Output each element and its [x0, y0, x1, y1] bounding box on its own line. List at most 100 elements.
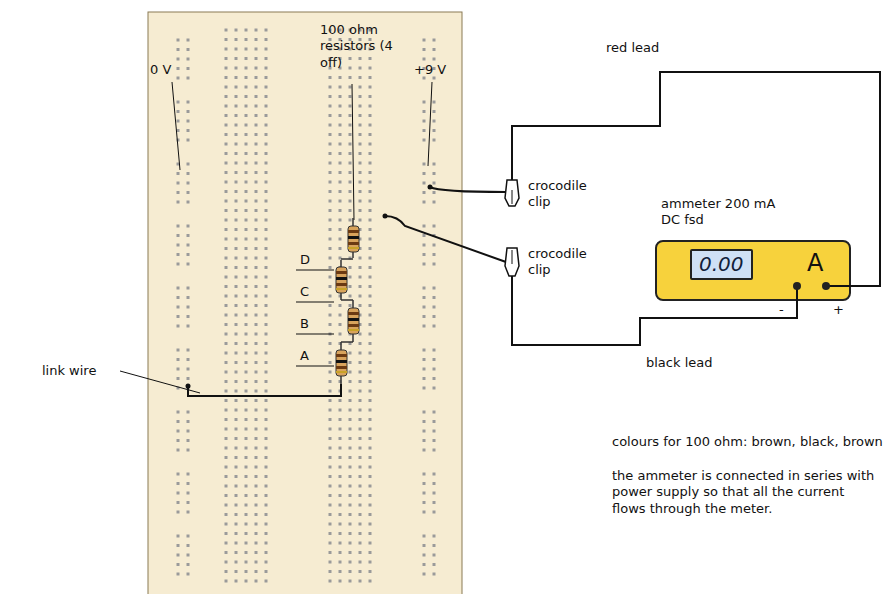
breadboard-hole: [423, 315, 426, 318]
breadboard-hole: [187, 315, 190, 318]
breadboard-hole: [349, 447, 352, 450]
breadboard-hole: [187, 449, 190, 452]
breadboard-hole: [255, 105, 258, 108]
breadboard-hole: [177, 554, 180, 557]
breadboard-hole: [329, 276, 332, 279]
breadboard-hole: [255, 466, 258, 469]
breadboard-hole: [359, 200, 362, 203]
breadboard-hole: [177, 225, 180, 228]
breadboard-hole: [359, 494, 362, 497]
breadboard-hole: [359, 295, 362, 298]
breadboard-hole: [359, 418, 362, 421]
breadboard-hole: [225, 285, 228, 288]
breadboard-hole: [235, 333, 238, 336]
breadboard-hole: [339, 190, 342, 193]
breadboard-hole: [433, 482, 436, 485]
breadboard-hole: [225, 342, 228, 345]
breadboard-hole: [369, 314, 372, 317]
breadboard-hole: [369, 409, 372, 412]
breadboard-hole: [369, 323, 372, 326]
rail-label: 0 V: [150, 62, 171, 78]
breadboard-hole: [369, 504, 372, 507]
breadboard-hole: [349, 114, 352, 117]
breadboard-hole: [423, 129, 426, 132]
breadboard-hole: [265, 162, 268, 165]
breadboard-hole: [265, 285, 268, 288]
breadboard-hole: [329, 209, 332, 212]
breadboard-hole: [329, 542, 332, 545]
breadboard-hole: [265, 437, 268, 440]
breadboard-hole: [265, 361, 268, 364]
breadboard-hole: [359, 114, 362, 117]
breadboard-hole: [359, 285, 362, 288]
breadboard-hole: [329, 561, 332, 564]
breadboard-hole: [433, 201, 436, 204]
breadboard-hole: [339, 551, 342, 554]
breadboard-hole: [369, 333, 372, 336]
breadboard-hole: [177, 172, 180, 175]
breadboard-hole: [255, 456, 258, 459]
breadboard-hole: [225, 523, 228, 526]
breadboard-hole: [235, 390, 238, 393]
breadboard-hole: [255, 494, 258, 497]
breadboard-hole: [225, 380, 228, 383]
breadboard-hole: [369, 361, 372, 364]
breadboard-hole: [235, 238, 238, 241]
breadboard-hole: [349, 399, 352, 402]
breadboard-hole: [369, 181, 372, 184]
breadboard-hole: [187, 535, 190, 538]
breadboard-hole: [265, 371, 268, 374]
breadboard-hole: [423, 287, 426, 290]
breadboard-hole: [235, 152, 238, 155]
breadboard-hole: [177, 544, 180, 547]
breadboard-hole: [369, 162, 372, 165]
breadboard-hole: [225, 209, 228, 212]
breadboard-hole: [245, 181, 248, 184]
breadboard-hole: [235, 181, 238, 184]
breadboard-hole: [433, 101, 436, 104]
breadboard-hole: [265, 475, 268, 478]
breadboard-hole: [423, 163, 426, 166]
breadboard-hole: [329, 162, 332, 165]
breadboard-hole: [369, 447, 372, 450]
breadboard-hole: [339, 209, 342, 212]
breadboard-hole: [245, 152, 248, 155]
breadboard-hole: [359, 266, 362, 269]
breadboard-hole: [255, 266, 258, 269]
breadboard-hole: [359, 485, 362, 488]
crocodile-clip: [505, 248, 519, 276]
breadboard-hole: [255, 295, 258, 298]
breadboard-hole: [265, 247, 268, 250]
breadboard-hole: [265, 190, 268, 193]
breadboard-hole: [329, 485, 332, 488]
breadboard-hole: [349, 95, 352, 98]
breadboard-hole: [369, 95, 372, 98]
breadboard-hole: [187, 191, 190, 194]
breadboard-hole: [349, 437, 352, 440]
breadboard-hole: [177, 39, 180, 42]
breadboard-hole: [329, 532, 332, 535]
breadboard-hole: [329, 295, 332, 298]
breadboard-hole: [255, 304, 258, 307]
breadboard-hole: [187, 234, 190, 237]
breadboard-hole: [265, 466, 268, 469]
breadboard-hole: [255, 390, 258, 393]
breadboard-hole: [245, 200, 248, 203]
breadboard-hole: [369, 399, 372, 402]
breadboard-hole: [245, 190, 248, 193]
breadboard-hole: [177, 101, 180, 104]
breadboard-hole: [265, 124, 268, 127]
breadboard-hole: [265, 418, 268, 421]
breadboard-hole: [349, 57, 352, 60]
breadboard-hole: [339, 124, 342, 127]
breadboard-hole: [329, 342, 332, 345]
breadboard-hole: [369, 257, 372, 260]
breadboard-hole: [255, 361, 258, 364]
breadboard-hole: [177, 120, 180, 123]
breadboard-hole: [265, 304, 268, 307]
breadboard-hole: [225, 219, 228, 222]
ammeter-body: ammeter 200 mA DC fsdA-+0.00: [655, 240, 851, 301]
breadboard-hole: [329, 580, 332, 583]
breadboard-hole: [235, 162, 238, 165]
breadboard-hole: [255, 314, 258, 317]
